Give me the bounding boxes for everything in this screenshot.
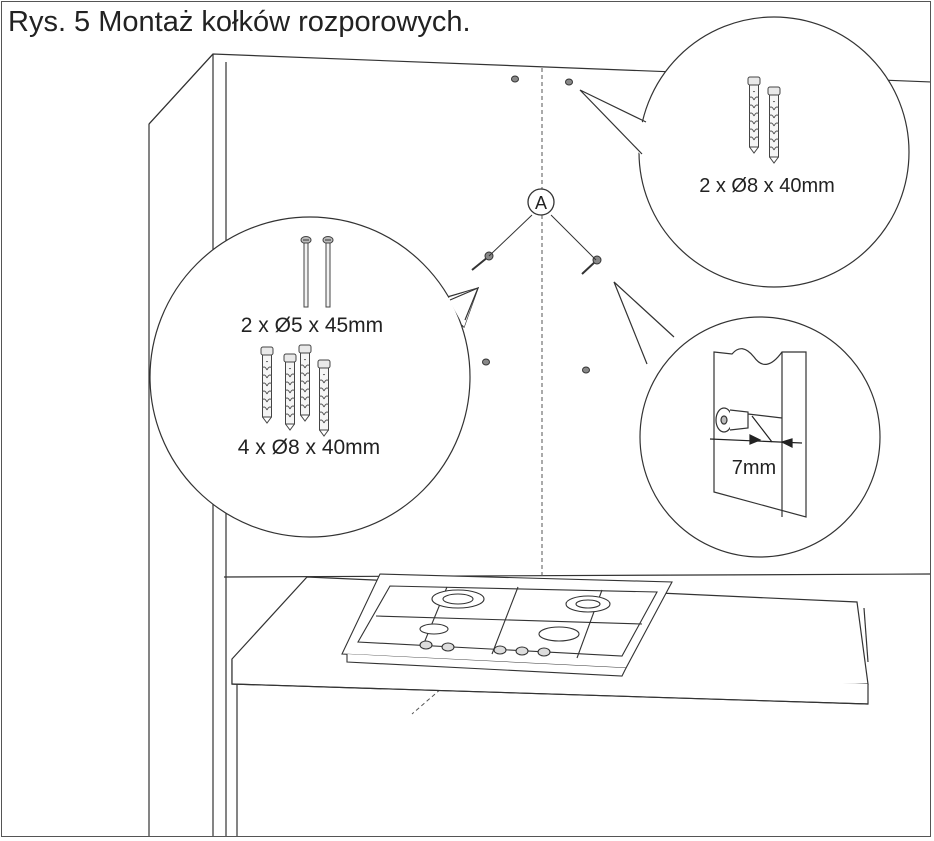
wall-section — [713, 348, 807, 518]
callout-left: 2 x Ø5 x 45mm 4 x Ø8 x 40mm — [149, 216, 480, 538]
gas-hob — [341, 573, 673, 677]
marker-a: A — [488, 188, 597, 261]
wall-plugs — [471, 75, 602, 374]
callout-right-top: 2 x Ø8 x 40mm — [578, 16, 910, 288]
marker-a-label: A — [535, 193, 547, 213]
dimension-line — [709, 415, 803, 448]
figure-title: Rys. 5 Montaż kołków rozporowych. — [8, 6, 471, 38]
screws-label: 2 x Ø5 x 45mm — [241, 314, 383, 337]
gap-label: 7mm — [732, 457, 776, 479]
plugs-label: 4 x Ø8 x 40mm — [238, 436, 380, 459]
screw-detail — [715, 407, 783, 433]
center-line-lower — [411, 661, 473, 715]
right-top-plugs-label: 2 x Ø8 x 40mm — [699, 175, 835, 197]
callout-right-bottom: 7mm — [612, 280, 881, 558]
